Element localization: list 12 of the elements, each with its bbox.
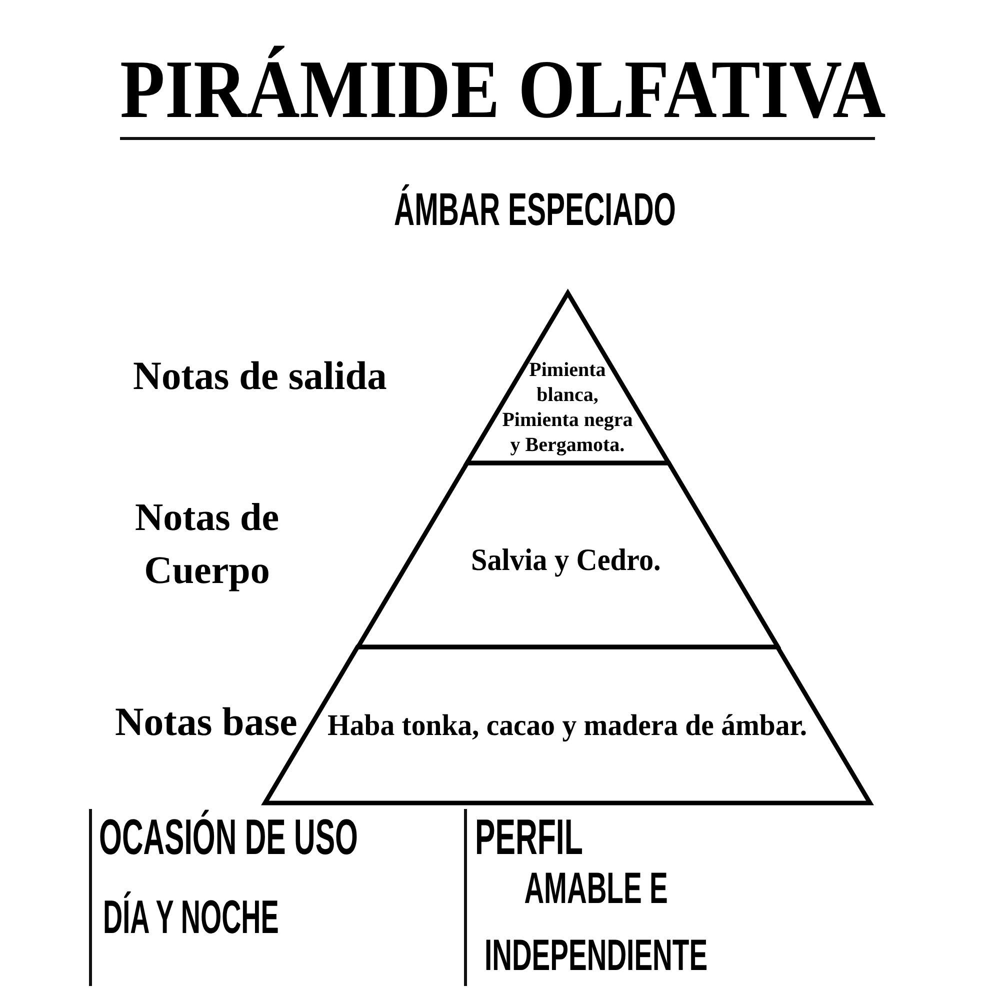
- subtitle: ÁMBAR ESPECIADO: [394, 182, 676, 237]
- tier-notes: Haba tonka, cacao y madera de ámbar.: [328, 708, 808, 744]
- tier-label: Notas base: [115, 698, 298, 746]
- tier-label: Notas de salida: [133, 352, 387, 400]
- pyramid-tier: [462, 287, 672, 466]
- tier-notes: Pimienta blanca, Pimienta negra y Bergamota.: [501, 358, 634, 458]
- tier-notes: Salvia y Cedro.: [470, 541, 661, 578]
- pyramid-tier: [354, 460, 782, 650]
- section-value: DÍA Y NOCHE: [103, 888, 279, 945]
- page-title: PIRÁMIDE OLFATIVA: [120, 44, 886, 134]
- section-heading: OCASIÓN DE USO: [99, 808, 358, 867]
- tier-label: Notas de Cuerpo: [134, 495, 280, 594]
